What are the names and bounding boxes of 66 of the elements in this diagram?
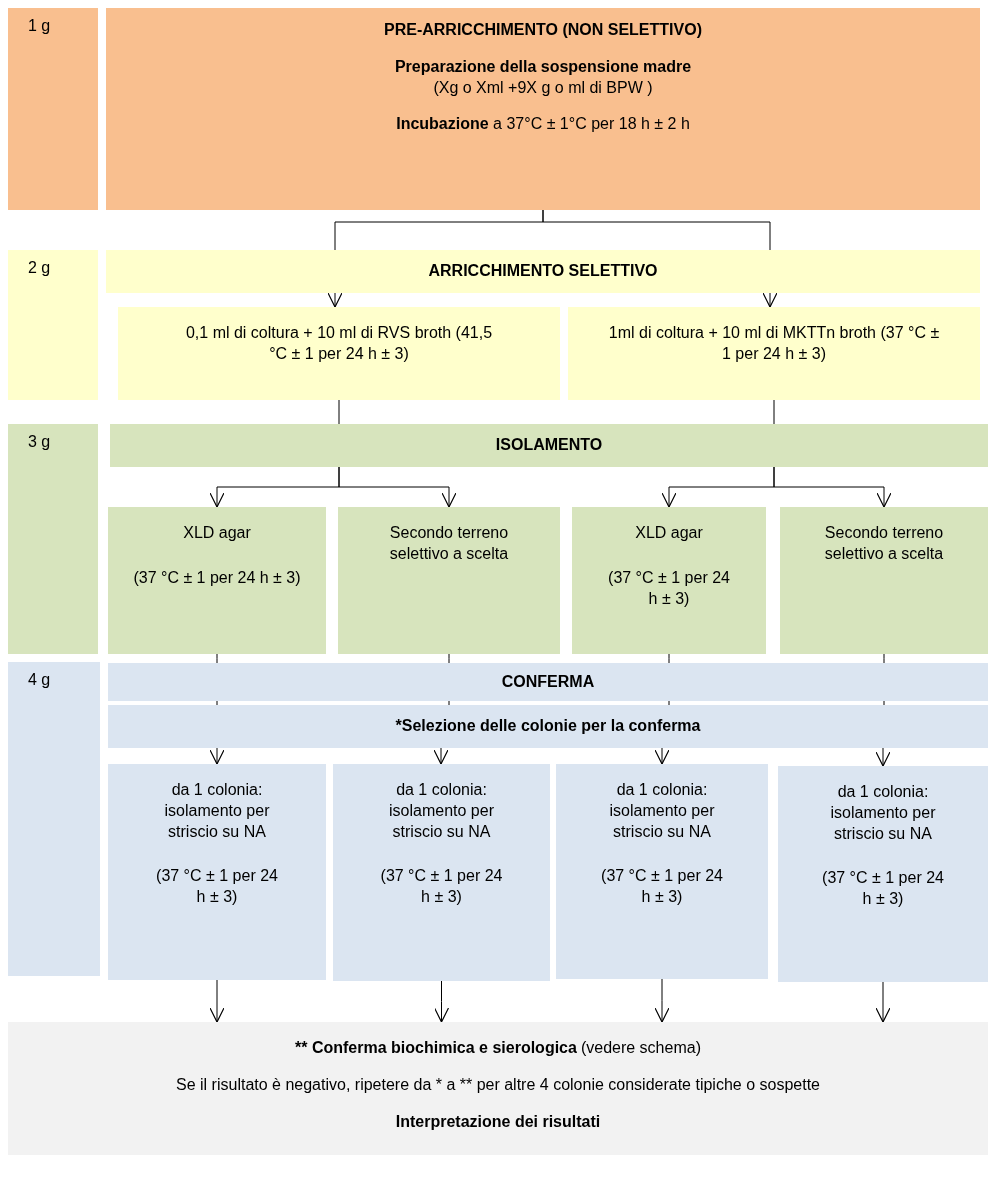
step-text: XLD agar: [635, 523, 703, 543]
step-text: Preparazione della sospensione madre: [394, 56, 692, 77]
day-label: 1 g: [28, 17, 51, 34]
step-text: (37 °C ± 1 per 24 h ± 3): [600, 866, 724, 908]
connector-arrow: [334, 209, 771, 251]
step-text: Secondo terreno selettivo a scelta: [388, 523, 510, 564]
step-text: (37 °C ± 1 per 24 h ± 3): [133, 567, 301, 588]
step-text: Se il risultato è negativo, ripetere da * a ** per altre 4 colonie considerate tipiche o sospette: [176, 1074, 820, 1095]
stage-title: ISOLAMENTO: [495, 435, 603, 456]
step-text: (37 °C ± 1 per 24 h ± 3): [821, 868, 945, 910]
connector-arrow: [433, 980, 450, 1023]
step-box: [780, 507, 988, 654]
step-text: (Xg o Xml +9X g o ml di BPW ): [433, 77, 653, 98]
connector-arrow: [338, 466, 457, 508]
step-text: da 1 colonia: isolamento per striscio su NA: [163, 780, 271, 842]
connector-arrow: [654, 978, 670, 1023]
stage-title: CONFERMA: [501, 671, 595, 692]
stage-header: [106, 250, 980, 293]
step-text: (37 °C ± 1 per 24 h ± 3): [607, 567, 731, 609]
step-box: [778, 766, 988, 982]
connector-arrow: [875, 747, 891, 767]
step-text: ** Conferma biochimica e sierologica: [295, 1038, 577, 1058]
connector-arrow: [327, 292, 343, 308]
connector-arrow: [209, 747, 225, 765]
step-box: [338, 507, 560, 654]
step-text: (37 °C ± 1 per 24 h ± 3): [155, 866, 279, 908]
day-label: 2 g: [28, 259, 51, 276]
step-text: Secondo terreno selettivo a scelta: [823, 523, 945, 564]
step-box: [568, 307, 980, 400]
connector-arrow: [762, 292, 778, 308]
day-label: 4 g: [28, 671, 51, 688]
step-text: Interpretazione dei risultati: [395, 1111, 601, 1132]
day-band: [8, 662, 100, 976]
stage-title: *Selezione delle colonie per la conferma: [395, 716, 701, 737]
step-text: 0,1 ml di coltura + 10 ml di RVS broth (41,5 °C ± 1 per 24 h ± 3): [184, 323, 494, 364]
step-box: [108, 507, 326, 654]
stage-header: [110, 424, 988, 467]
connector-arrow: [433, 747, 449, 765]
day-band: [8, 8, 98, 210]
step-text: PRE-ARRICCHIMENTO (NON SELETTIVO): [384, 20, 702, 40]
step-box: [118, 307, 560, 400]
stage-header: [108, 663, 988, 701]
stage-header: [108, 705, 988, 748]
step-text: 1ml di coltura + 10 ml di MKTTn broth (37 °C ± 1 per 24 h ± 3): [607, 323, 941, 364]
step-text: da 1 colonia: isolamento per striscio su NA: [608, 780, 716, 842]
step-text: XLD agar: [183, 523, 251, 543]
connector-arrow: [773, 466, 892, 508]
connector-arrow: [209, 979, 225, 1023]
step-box: [108, 764, 326, 980]
day-band: [8, 250, 98, 400]
step-text: (vedere schema): [580, 1038, 701, 1058]
step-box: [556, 764, 768, 979]
day-band: [8, 424, 98, 654]
step-text: Incubazione a 37°C ± 1°C per 18 h ± 2 h: [396, 114, 690, 135]
step-text: da 1 colonia: isolamento per striscio su NA: [829, 782, 937, 844]
stage-title: ARRICCHIMENTO SELETTIVO: [428, 261, 658, 282]
stage-box: [106, 8, 980, 210]
step-text: da 1 colonia: isolamento per striscio su NA: [388, 780, 495, 842]
connector-arrow: [875, 981, 891, 1023]
step-box: [333, 764, 550, 981]
connector-arrow: [216, 700, 885, 706]
connector-arrow: [654, 747, 670, 765]
step-box: [572, 507, 766, 654]
day-label: 3 g: [28, 433, 51, 450]
step-text: (37 °C ± 1 per 24 h ± 3): [379, 866, 504, 908]
note-box: [8, 1022, 988, 1155]
